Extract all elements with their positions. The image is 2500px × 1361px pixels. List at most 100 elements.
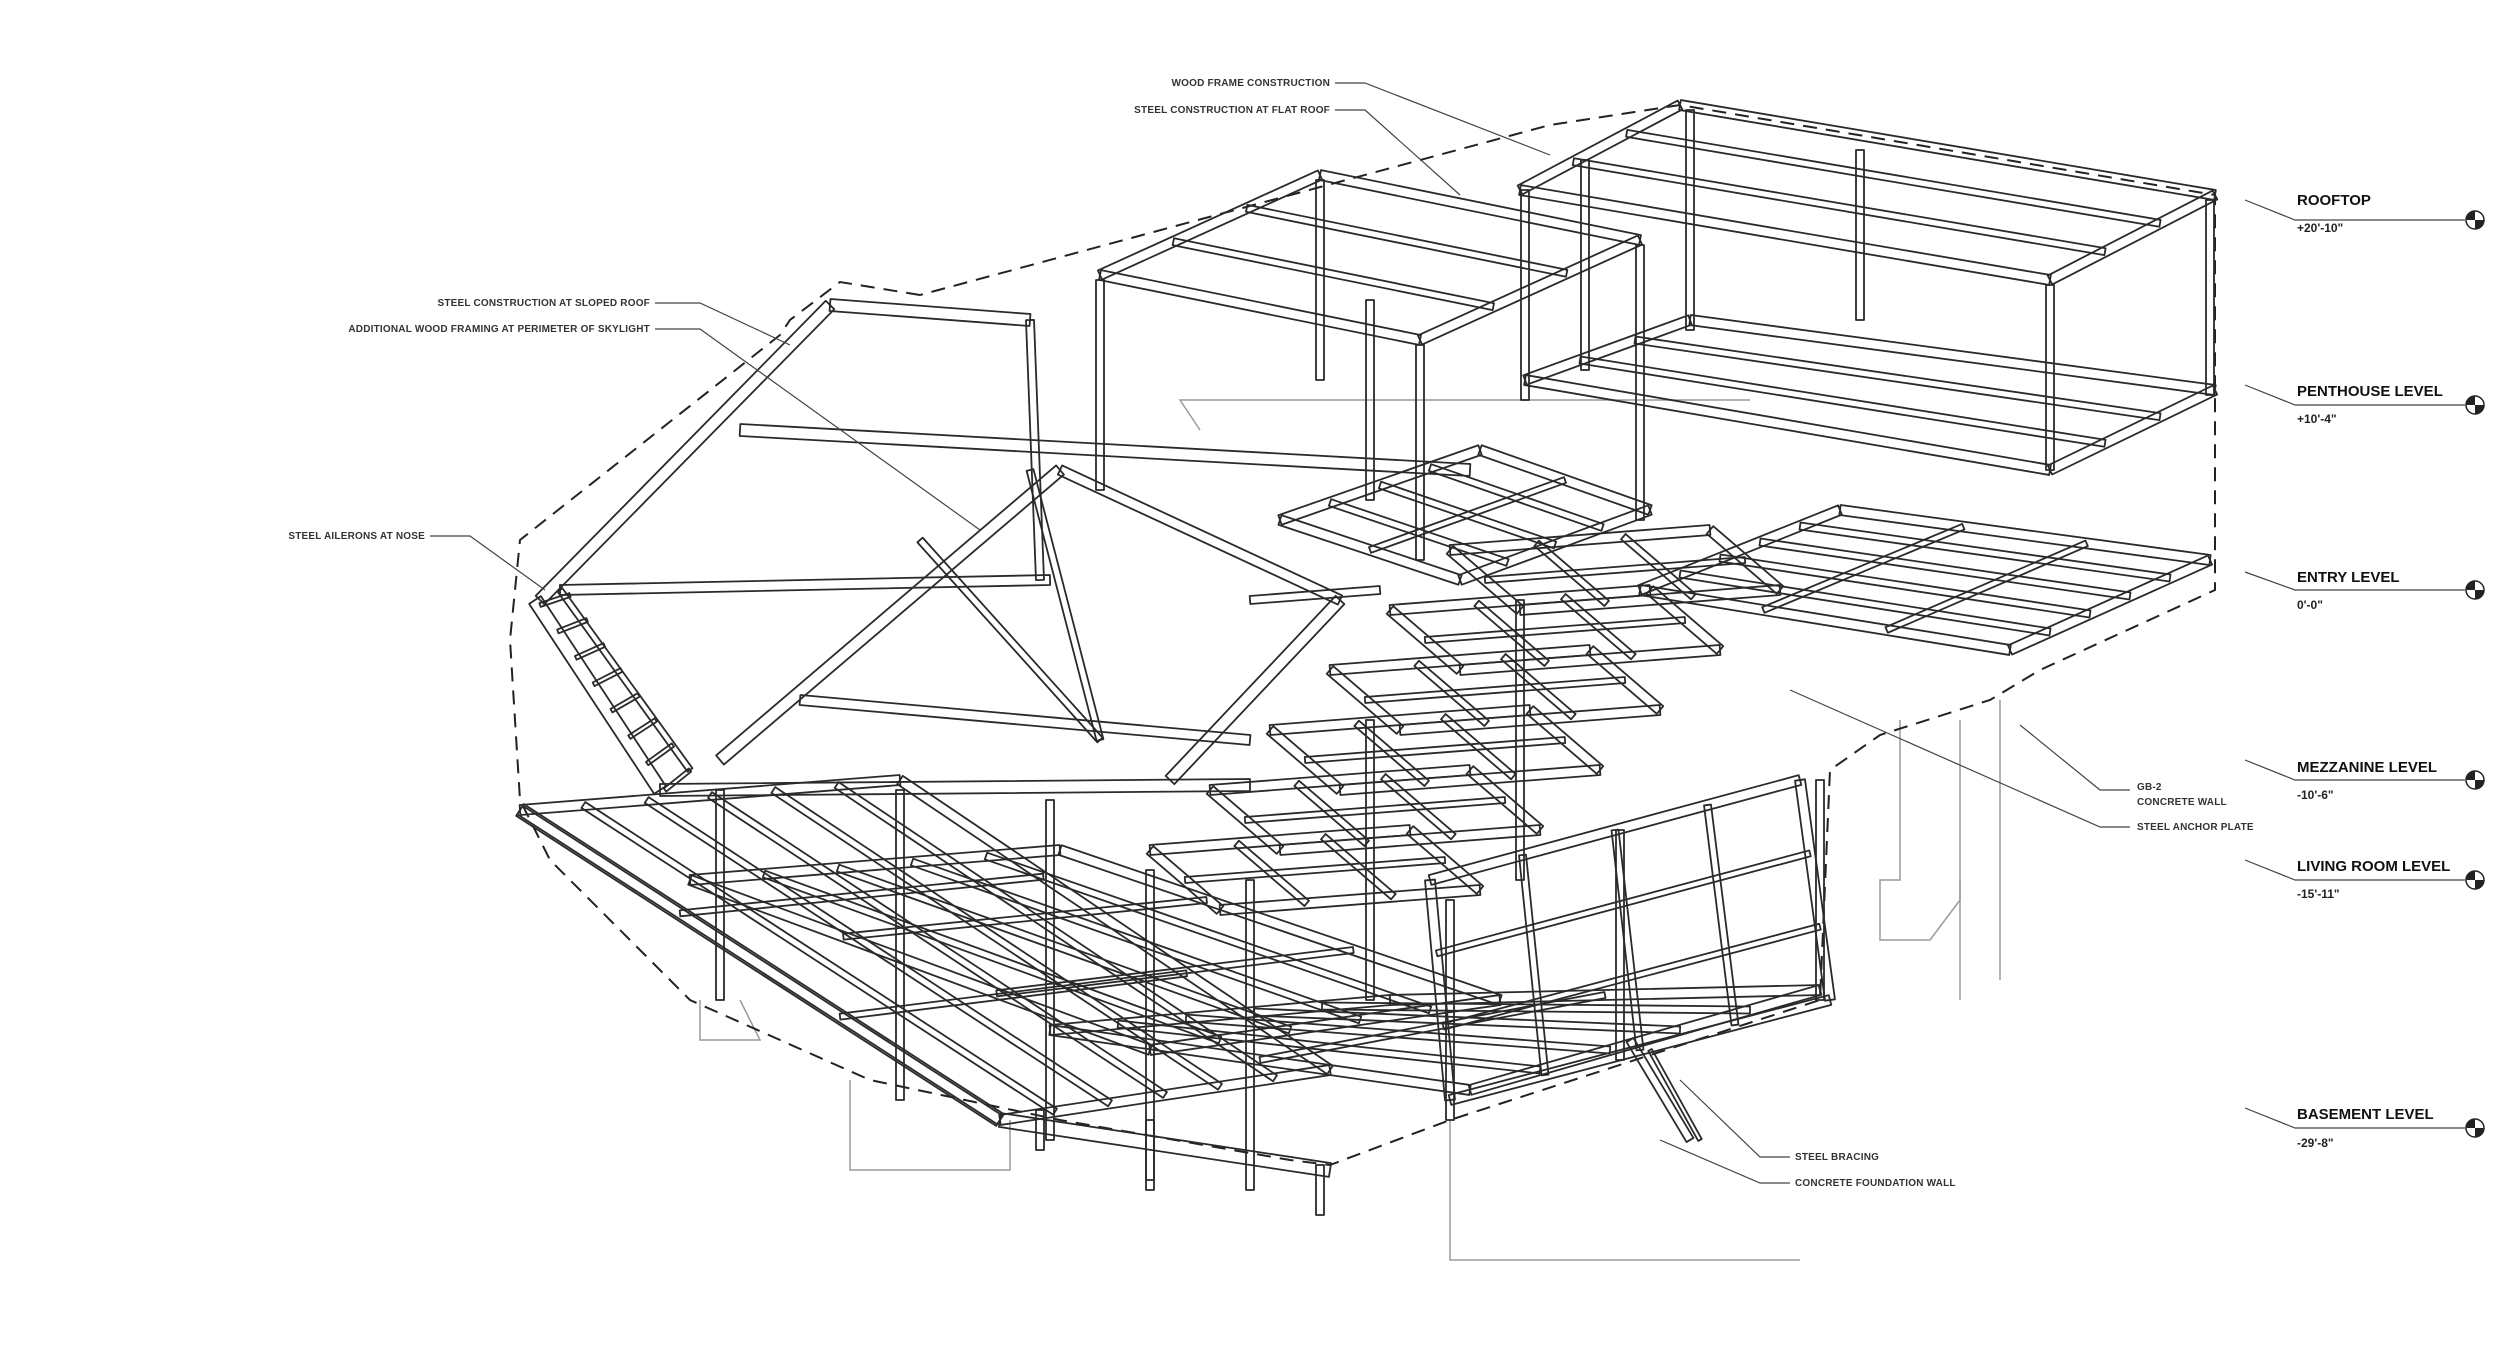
leader-additional-wood <box>655 328 981 531</box>
entry-floor-edge <box>1838 504 2212 566</box>
lower-column <box>1245 879 1255 1191</box>
level-datum-quadrant <box>2475 1128 2484 1137</box>
mezzanine-step-edge <box>1585 645 1665 715</box>
mezzanine-step-joist <box>1233 839 1310 907</box>
aileron-rib <box>538 592 572 608</box>
aileron-rib <box>609 692 641 714</box>
mezzanine-step-edge <box>1405 825 1485 895</box>
entry-floor-west-joist <box>1368 476 1567 554</box>
flat-roof-edge <box>1097 169 1323 281</box>
penthouse-floor-edge <box>2046 384 2219 476</box>
level-leader-1 <box>2244 384 2465 406</box>
sloped-roof-rafter <box>1164 594 1346 786</box>
mezzanine-step-joist <box>1620 533 1697 601</box>
mezzanine-step-joist <box>1560 593 1637 661</box>
flat-roof-column <box>1315 179 1325 381</box>
aileron-rib <box>645 742 675 767</box>
level-datum-quadrant <box>2475 220 2484 229</box>
level-leader-0 <box>2244 199 2465 221</box>
penthouse-column <box>2045 284 2055 471</box>
aileron-rib <box>573 642 607 661</box>
lower-column <box>715 789 725 1001</box>
east-wall-frame-edge <box>1794 778 1836 1002</box>
lower-column <box>1815 779 1825 1001</box>
basement-floor-east-edge <box>1048 1024 1472 1096</box>
penthouse-floor-edge <box>1688 314 2217 396</box>
penthouse-column <box>1685 109 1695 331</box>
level-leader-2 <box>2244 571 2465 591</box>
flat-roof-edge <box>1318 169 1642 246</box>
leader-lines <box>430 82 2465 1184</box>
level-basement-name: BASEMENT LEVEL <box>2297 1106 2434 1123</box>
mezzanine-step-joist <box>1380 773 1457 841</box>
east-wall-frame-joist <box>1703 803 1740 1027</box>
level-datum-quadrant <box>2466 871 2475 880</box>
callout-gb2: GB-2 <box>2137 782 2162 793</box>
living-room-floor-joist <box>707 791 1168 1099</box>
leader-anchor-plate <box>1789 689 2130 828</box>
leader-gb2 <box>2019 724 2130 791</box>
level-markers <box>2465 210 2485 1138</box>
mezzanine-step-edge <box>1218 884 1482 916</box>
level-datum-quadrant <box>2466 396 2475 405</box>
level-mezzanine-elevation: -10'-6" <box>2297 788 2334 802</box>
mezzanine-step-edge <box>1385 605 1465 675</box>
penthouse-roof-edge <box>1518 184 2052 286</box>
callout-concrete-wall: CONCRETE WALL <box>2137 797 2227 808</box>
dashed-site-outline <box>508 103 2216 1167</box>
callout-steel-bracing: STEEL BRACING <box>1795 1152 1880 1163</box>
flat-roof-column <box>1635 244 1645 521</box>
mezzanine-step-joist <box>1363 676 1627 704</box>
east-wall-frame-joist <box>1441 922 1822 1031</box>
penthouse-floor-edge <box>1522 314 1693 386</box>
level-penthouse-elevation: +10'-4" <box>2297 412 2337 426</box>
lower-column <box>1365 719 1375 1001</box>
flat-roof-joist <box>1245 204 1569 278</box>
level-basement-elevation: -29'-8" <box>2297 1136 2334 1150</box>
living-room-floor-edge <box>516 804 1004 1126</box>
flat-roof-column <box>1365 299 1375 501</box>
living-room-floor-joist <box>838 969 1188 1021</box>
leader-steel-ailerons <box>430 535 546 591</box>
entry-floor-west-edge <box>1277 444 1483 526</box>
aileron-rib <box>627 717 658 740</box>
entry-floor-west-joist <box>1327 498 1510 567</box>
mezzanine-step-joist <box>1303 736 1567 764</box>
penthouse-column <box>2205 199 2215 396</box>
leader-wood-frame <box>1335 82 1551 156</box>
east-wall-frame-edge <box>1447 994 1833 1106</box>
sloped-roof-eave <box>659 778 1251 797</box>
living-room-floor-joist <box>678 872 1045 918</box>
level-rooftop-elevation: +20'-10" <box>2297 221 2344 235</box>
level-datum-quadrant <box>2466 771 2475 780</box>
lower-column <box>1515 599 1525 881</box>
sloped-roof-member <box>1248 585 1382 605</box>
flat-roof-joist <box>1171 237 1495 311</box>
basement-floor-joist <box>995 946 1355 998</box>
callout-steel-anchor-plate: STEEL ANCHOR PLATE <box>2137 822 2254 833</box>
level-datum-quadrant <box>2466 1119 2475 1128</box>
sloped-roof-rafter <box>534 299 836 606</box>
entry-floor-west-edge <box>1477 444 1653 516</box>
level-datum-quadrant <box>2466 581 2475 590</box>
entry-floor-west-joist <box>1427 463 1605 532</box>
foundation-walls <box>699 399 2001 1261</box>
entry-floor-joist <box>1761 522 1966 614</box>
foundation-wall <box>1449 1120 1800 1261</box>
lower-column <box>1045 799 1055 1141</box>
dashed-outline <box>508 103 2216 1167</box>
mezzanine-step-edge <box>1705 525 1785 595</box>
mezzanine-step-joist <box>1293 779 1370 847</box>
basement-floor-edge <box>688 844 1062 886</box>
lower-column <box>1615 829 1625 1061</box>
east-wall-frame-edge <box>1427 774 1803 886</box>
sloped-roof-rafter <box>1056 464 1344 606</box>
leader-steel-bracing <box>1679 1079 1790 1158</box>
sloped-roof-purlin <box>798 694 1252 746</box>
mezzanine-step-edge <box>1325 665 1405 735</box>
mezzanine-step-joist <box>1320 833 1397 901</box>
basement-floor-edge <box>1057 844 1503 1006</box>
callout-additional-wood-framing: ADDITIONAL WOOD FRAMING AT PERIMETER OF … <box>348 324 650 335</box>
mezzanine-step-edge <box>1145 845 1225 915</box>
